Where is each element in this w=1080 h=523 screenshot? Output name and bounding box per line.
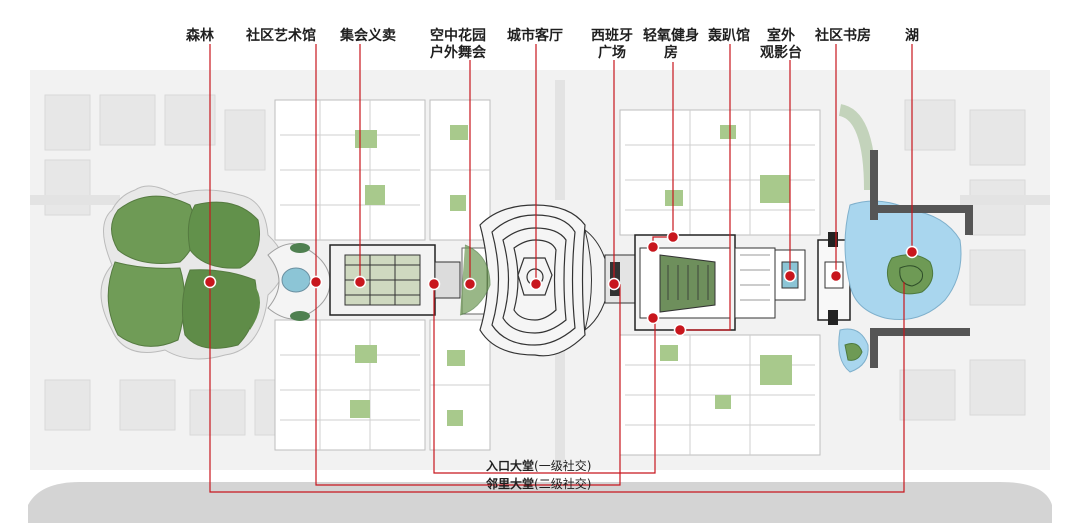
lake-area [838,104,973,373]
left-community-grid [274,99,491,451]
label-neighbor-lobby: 邻里大堂(二级社交) [486,477,592,491]
spanish-plaza [584,228,636,332]
label-party-hall: 轰趴馆 [708,28,750,44]
connector-lines [209,44,913,493]
label-community-library: 社区书房 [815,28,871,44]
label-charity-market: 集会义卖 [340,28,396,44]
central-axis [329,244,488,316]
location-markers [203,230,919,337]
label-spanish-plaza: 西班牙 广场 [591,28,633,61]
roads [30,80,1050,470]
label-lake: 湖 [905,28,919,44]
label-fitness-room: 轻氧健身 房 [643,28,699,61]
label-art-hall: 社区艺术馆 [246,28,316,44]
fitness-complex [634,234,776,331]
label-city-lounge: 城市客厅 [507,28,563,44]
label-sky-garden: 空中花园 户外舞会 [430,28,486,61]
sky-garden-green [459,244,491,316]
art-hall-plaza [267,243,331,321]
label-entrance-lobby: 入口大堂(一级社交) [486,459,592,473]
forest-park [100,185,285,360]
residential-blocks [44,94,1026,436]
right-community-grid [619,109,821,456]
label-forest: 森林 [186,28,214,44]
label-outdoor-cinema: 室外 观影台 [760,28,802,61]
